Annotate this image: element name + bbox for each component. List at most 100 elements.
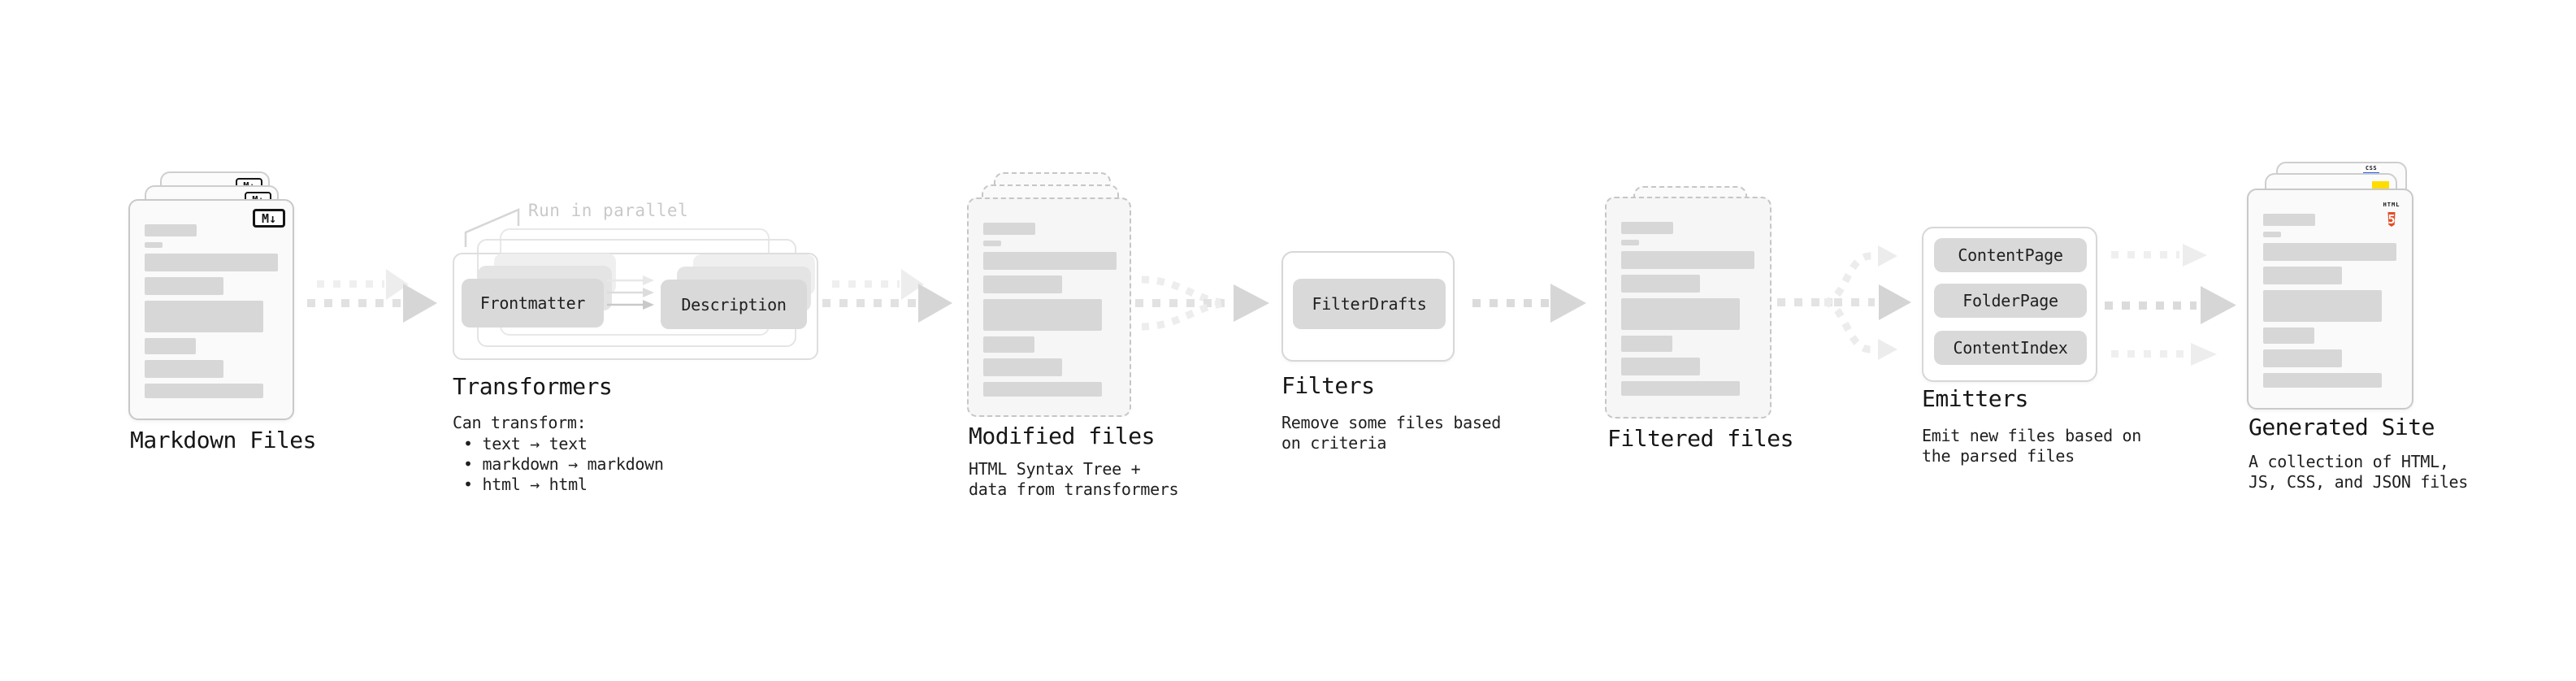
arrowhead-icon [403, 284, 437, 323]
file-content-placeholder [145, 224, 278, 398]
arrowhead-icon [1550, 284, 1586, 323]
dashed-line [307, 299, 401, 307]
bullet-item: • html → html [463, 475, 588, 494]
arrowhead-icon [1234, 284, 1269, 322]
filters-description: on criteria [1281, 433, 1387, 453]
run-in-parallel-annotation: Run in parallel [528, 201, 689, 220]
markdown-file-card: M↓ [128, 199, 294, 420]
emitters-description: Emit new files based on [1922, 426, 2142, 445]
text-line-placeholder [1621, 240, 1639, 245]
text-line-placeholder [145, 224, 197, 236]
annotation-connector-line [464, 208, 520, 247]
text-line-placeholder [145, 360, 223, 378]
text-line-placeholder [983, 252, 1117, 270]
folder-page-emitter-chip: FolderPage [1934, 284, 2087, 318]
filters-description: Remove some files based [1281, 413, 1502, 432]
arrowhead-icon [2191, 343, 2217, 366]
arrowhead-icon [1878, 339, 1897, 360]
text-line-placeholder [2263, 232, 2281, 237]
text-line-placeholder [2263, 349, 2342, 367]
text-line-placeholder [983, 299, 1102, 331]
bullet-item: • markdown → markdown [463, 454, 664, 474]
text-line-placeholder [1621, 222, 1673, 234]
text-line-placeholder [1621, 251, 1754, 269]
text-line-placeholder [145, 277, 223, 295]
transformer-flow-arrows [607, 275, 654, 310]
arrowhead-icon [2183, 244, 2207, 267]
modified-file-card [967, 197, 1131, 417]
generated-site-description: JS, CSS, and JSON files [2249, 472, 2469, 492]
arrowhead-icon [918, 284, 952, 323]
dashed-line [2111, 350, 2188, 358]
text-line-placeholder [1621, 381, 1740, 396]
markdown-icon: M↓ [253, 209, 285, 228]
text-line-placeholder [145, 301, 263, 332]
text-line-placeholder [145, 254, 278, 271]
arrow-filters-to-filtered [1472, 284, 1588, 323]
emitters-description: the parsed files [1922, 446, 2075, 466]
text-line-placeholder [983, 275, 1062, 293]
modified-files-label: Modified files [969, 423, 1156, 449]
dashed-line [822, 299, 917, 307]
bullet-item: • text → text [463, 434, 588, 453]
modified-files-description: data from transformers [969, 479, 1179, 499]
arrowhead-icon [643, 275, 654, 285]
filtered-file-card [1605, 197, 1772, 419]
text-line-placeholder [2263, 373, 2382, 388]
text-line-placeholder [1621, 275, 1700, 293]
dashed-line [317, 280, 384, 288]
text-line-placeholder [983, 358, 1062, 376]
text-line-placeholder [983, 382, 1102, 397]
arrow-markdown-to-transformers [307, 265, 439, 330]
file-content-placeholder [983, 223, 1117, 397]
emitters-title: Emitters [1922, 385, 2028, 412]
description-transformer-chip: Description [661, 280, 807, 329]
transformers-description: Can transform: [453, 413, 587, 432]
filter-drafts-chip: FilterDrafts [1293, 279, 1446, 329]
text-line-placeholder [145, 338, 196, 354]
html5-icon: HTML 5 [2381, 194, 2402, 229]
html5-icon-label: HTML [2383, 202, 2400, 208]
arrowhead-icon [1878, 245, 1897, 267]
dashed-line [1472, 299, 1549, 307]
markdown-files-label: Markdown Files [130, 427, 317, 453]
content-index-emitter-chip: ContentIndex [1934, 331, 2087, 365]
text-line-placeholder [983, 241, 1001, 246]
filters-title: Filters [1281, 372, 1375, 399]
text-line-placeholder [1621, 298, 1740, 330]
text-line-placeholder [2263, 214, 2315, 226]
generated-site-description: A collection of HTML, [2249, 452, 2449, 471]
arrowhead-icon [1879, 284, 1911, 320]
text-line-placeholder [2263, 243, 2396, 261]
text-line-placeholder [1621, 358, 1700, 375]
text-line-placeholder [1621, 336, 1672, 352]
content-page-emitter-chip: ContentPage [1934, 238, 2087, 272]
arrowhead-icon [643, 288, 654, 297]
text-line-placeholder [983, 223, 1035, 235]
text-line-placeholder [2263, 267, 2342, 284]
dashed-line [832, 280, 900, 288]
transformer-layer-front [453, 253, 818, 360]
dashed-line [2105, 301, 2197, 310]
file-content-placeholder [2263, 214, 2396, 388]
filtered-files-label: Filtered files [1607, 425, 1794, 452]
text-line-placeholder [145, 384, 263, 398]
transformers-title: Transformers [453, 373, 613, 400]
text-line-placeholder [145, 242, 163, 248]
text-line-placeholder [2263, 290, 2382, 322]
text-line-placeholder [2263, 327, 2314, 344]
dashed-line [2111, 251, 2179, 258]
generated-site-label: Generated Site [2249, 414, 2435, 440]
html5-shield: 5 [2387, 212, 2396, 227]
file-content-placeholder [1621, 222, 1754, 396]
generated-html-file-card: HTML 5 [2247, 189, 2413, 410]
css-icon-label: CSS [2365, 165, 2378, 171]
arrow-transformers-to-modified [822, 265, 954, 330]
arrow-filtered-to-emitters [1777, 245, 1911, 360]
frontmatter-transformer-chip: Frontmatter [462, 279, 604, 327]
transformers-bullet-list: • text → text • markdown → markdown • ht… [453, 434, 664, 495]
arrowhead-icon [2201, 286, 2236, 324]
arrow-modified-to-filters [1135, 275, 1269, 331]
modified-files-description: HTML Syntax Tree + [969, 459, 1141, 479]
